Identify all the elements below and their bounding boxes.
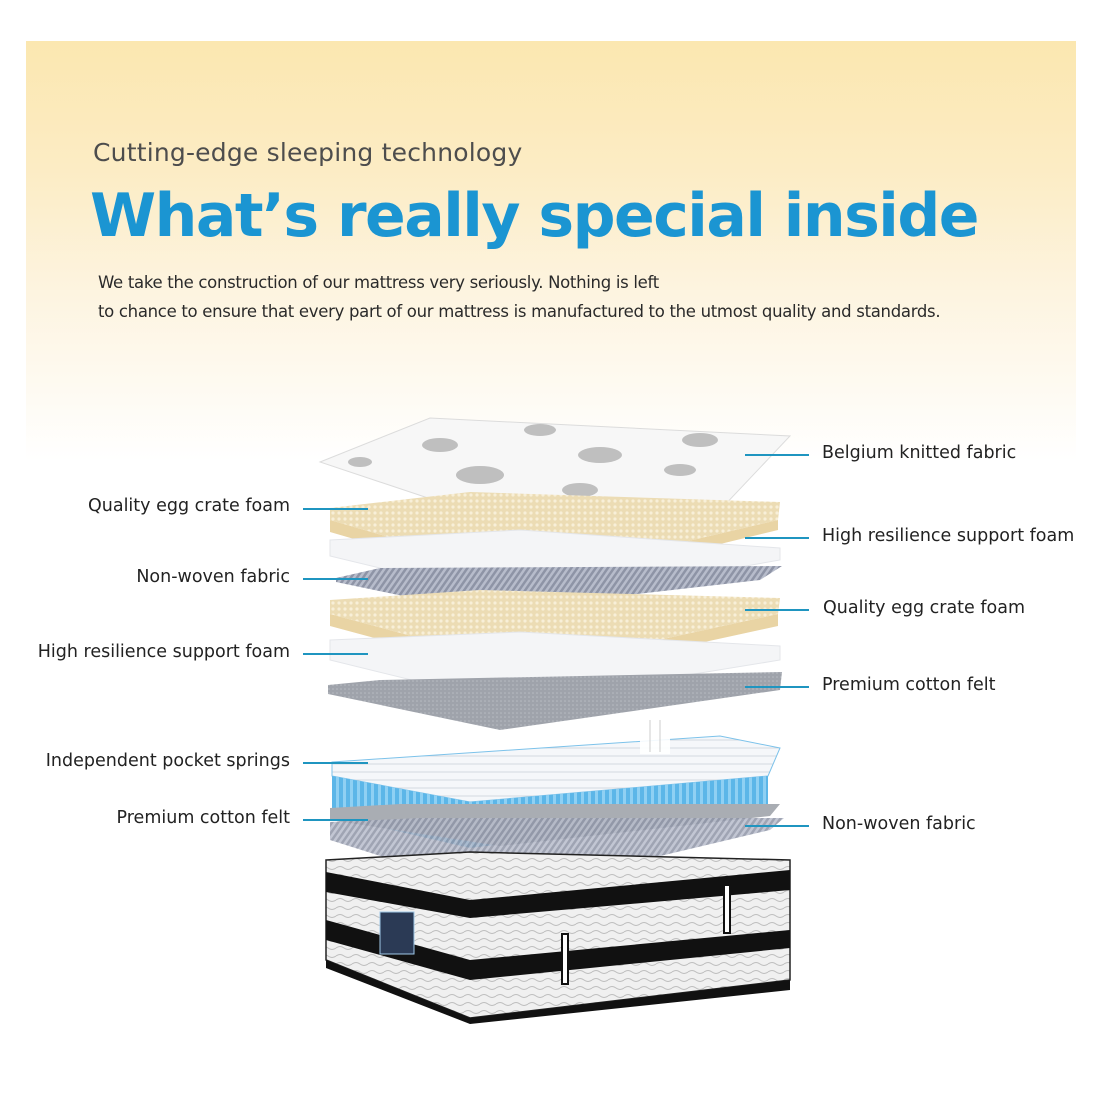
layer-cotton-felt-1	[328, 672, 782, 730]
label-right-non-woven-fabric: Non-woven fabric	[822, 814, 976, 834]
leader-line	[745, 609, 809, 611]
layer-hr-foam-1	[329, 529, 781, 605]
leader-line	[745, 686, 809, 688]
leader-line	[745, 825, 809, 827]
label-left-cotton-felt: Premium cotton felt	[116, 808, 291, 828]
leader-line	[303, 508, 368, 510]
label-left-pocket-springs: Independent pocket springs	[45, 751, 290, 771]
header-background-panel	[26, 41, 1076, 461]
label-right-knitted-fabric: Belgium knitted fabric	[822, 443, 1017, 463]
label-right-egg-crate-foam: Quality egg crate foam	[823, 598, 1026, 618]
description: We take the construction of our mattress…	[98, 268, 941, 326]
label-right-cotton-felt: Premium cotton felt	[822, 675, 996, 695]
leader-line	[303, 819, 368, 821]
leader-line	[303, 653, 368, 655]
leader-line	[303, 762, 368, 764]
label-left-non-woven-fabric: Non-woven fabric	[136, 567, 290, 587]
mattress-base	[325, 851, 791, 1024]
page-title: What’s really special inside	[90, 181, 980, 251]
brand-label	[379, 911, 415, 955]
label-left-hr-foam: High resilience support foam	[37, 642, 290, 662]
layer-knitted-fabric	[318, 417, 792, 513]
label-right-hr-foam: High resilience support foam	[822, 526, 1075, 546]
description-line-2: to chance to ensure that every part of o…	[98, 302, 941, 321]
label-left-egg-crate-foam: Quality egg crate foam	[87, 496, 290, 516]
eyebrow-subtitle: Cutting-edge sleeping technology	[93, 138, 523, 167]
leader-line	[745, 537, 809, 539]
leader-line	[303, 578, 368, 580]
description-line-1: We take the construction of our mattress…	[98, 273, 659, 292]
leader-line	[745, 454, 809, 456]
